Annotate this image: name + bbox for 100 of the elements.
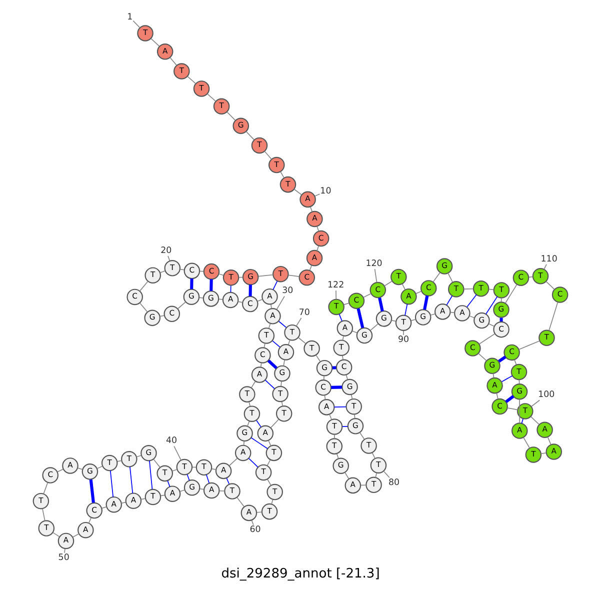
connector (342, 336, 344, 341)
connector (540, 452, 546, 454)
connector (266, 460, 270, 466)
connector (462, 288, 474, 290)
connector (278, 320, 286, 328)
connector (179, 490, 185, 492)
connector (468, 316, 474, 318)
node-text: 30 (282, 286, 293, 296)
connector (308, 265, 312, 271)
connector (228, 458, 238, 466)
connector (272, 280, 278, 290)
connector (206, 93, 216, 102)
connector (330, 386, 342, 389)
connector (152, 458, 160, 468)
connector (190, 278, 193, 290)
connector (545, 281, 554, 290)
connector (548, 302, 558, 331)
connector (186, 76, 196, 84)
connector (351, 330, 358, 334)
connector (268, 323, 270, 329)
node-text: 60 (249, 524, 260, 535)
connector (546, 436, 551, 446)
connector (246, 420, 250, 427)
connector (506, 408, 518, 410)
connector (404, 304, 408, 316)
node-text: 1 (126, 12, 132, 22)
connector (310, 206, 312, 212)
connector (198, 297, 203, 298)
connector (543, 264, 546, 270)
connector (270, 419, 278, 428)
connector (280, 401, 283, 407)
connector (280, 380, 282, 387)
node-text: 110 (540, 254, 557, 264)
connector (160, 494, 164, 496)
node-text: 80 (388, 478, 400, 488)
connector (362, 293, 372, 298)
node-text: 90 (397, 335, 409, 346)
connector (186, 474, 190, 481)
connector (342, 355, 343, 360)
connector (316, 226, 319, 232)
connector (42, 482, 48, 494)
connector (383, 471, 390, 478)
connector (530, 416, 539, 425)
connector (488, 288, 494, 290)
connector (272, 340, 280, 348)
connector (374, 472, 376, 478)
connector (316, 246, 318, 252)
connector (478, 353, 486, 362)
connector (484, 296, 498, 315)
connector (238, 276, 243, 278)
connector (356, 308, 364, 328)
connector (344, 472, 349, 479)
connector (295, 318, 302, 326)
connector (52, 532, 60, 537)
connector (205, 474, 210, 484)
connector (199, 488, 204, 490)
connector (332, 366, 336, 370)
connector (496, 392, 498, 400)
connector (76, 468, 82, 470)
connector (250, 380, 256, 388)
connector (109, 470, 114, 498)
connector (173, 446, 181, 461)
connector (336, 453, 338, 459)
connector (88, 517, 92, 524)
connector (415, 290, 422, 294)
connector (287, 274, 300, 278)
connector (466, 294, 476, 308)
connector (322, 376, 324, 380)
connector (358, 432, 364, 440)
connector (209, 279, 212, 291)
connector (120, 502, 126, 504)
connector (276, 296, 284, 310)
connector (64, 548, 65, 554)
connector (140, 498, 146, 500)
connector (248, 458, 258, 468)
connector (264, 150, 272, 160)
connector (266, 360, 277, 370)
connector (176, 301, 186, 310)
connector (501, 375, 512, 382)
connector (528, 276, 532, 278)
connector (129, 466, 133, 494)
node-text: 10 (320, 186, 331, 196)
connector (518, 340, 540, 350)
connector (72, 533, 79, 538)
connector (266, 478, 271, 486)
connector (410, 318, 416, 322)
connector (520, 418, 523, 424)
connector (328, 414, 332, 420)
connector (488, 323, 494, 327)
connector (498, 356, 506, 363)
connector (500, 298, 502, 302)
node-text: 20 (160, 246, 172, 256)
connector (530, 400, 540, 407)
connector (116, 460, 122, 462)
connector (422, 295, 428, 310)
connector (374, 268, 377, 283)
node-text: 50 (58, 552, 69, 563)
connector (256, 298, 262, 302)
connector (179, 268, 184, 270)
connector (342, 302, 349, 306)
